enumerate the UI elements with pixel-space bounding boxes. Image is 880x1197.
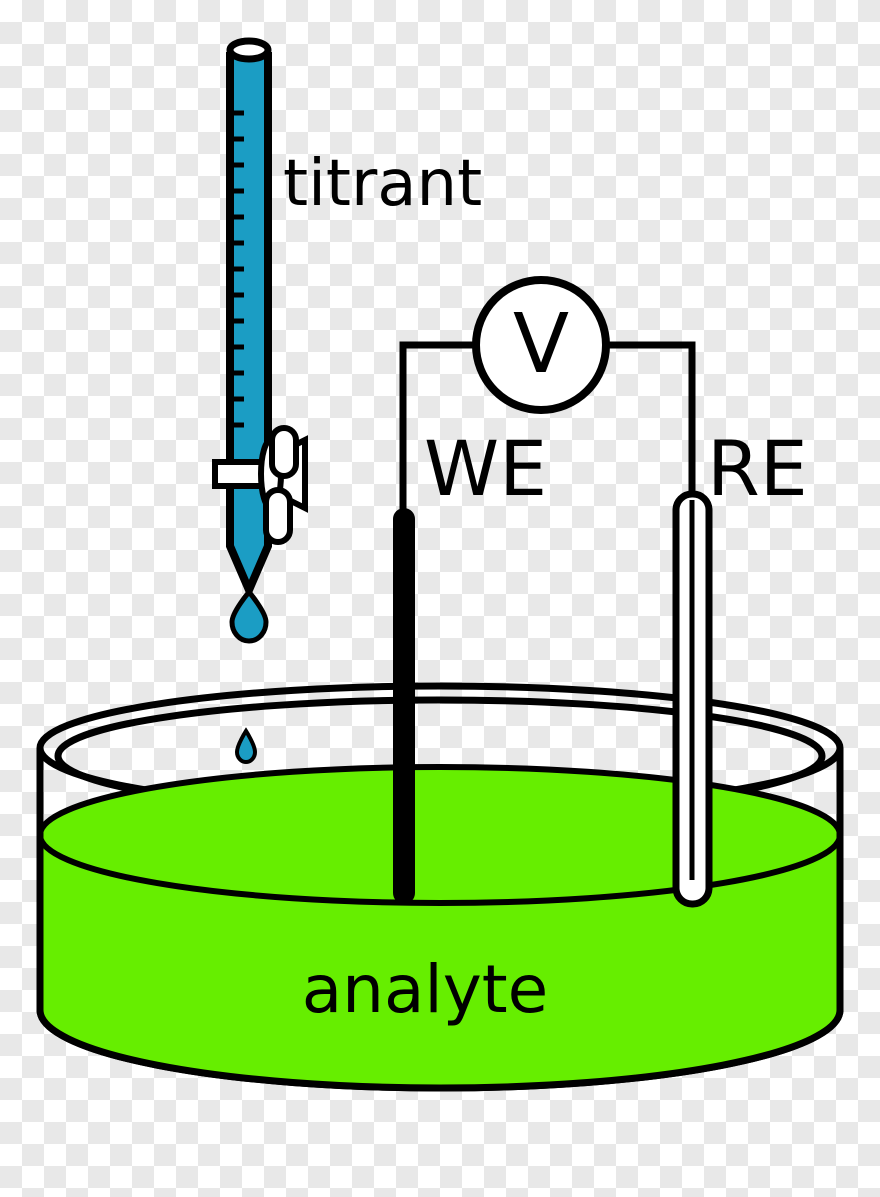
working-electrode-label: WE (424, 424, 547, 513)
analyte-label: analyte (302, 951, 549, 1028)
stopcock-handle-bottom[interactable] (263, 487, 293, 545)
droplet-in-beaker-icon (234, 727, 258, 764)
voltmeter-symbol: V (513, 297, 569, 392)
burette[interactable] (226, 37, 272, 601)
reference-electrode[interactable] (672, 490, 713, 908)
burette-graduations (230, 110, 244, 428)
wire-to-working-electrode (399, 341, 477, 512)
working-electrode-rod (393, 508, 415, 904)
burette-tube-fill (230, 50, 268, 588)
analyte-fill (40, 767, 840, 1088)
droplet-at-tip-icon (229, 588, 269, 644)
analyte-liquid (36, 748, 844, 1092)
voltmeter[interactable]: V (472, 276, 610, 414)
beaker-bottom-arc (36, 1009, 844, 1092)
working-electrode[interactable] (393, 508, 415, 904)
titrant-label: titrant (283, 147, 482, 221)
burette-mouth (226, 37, 272, 63)
reference-electrode-label: RE (707, 424, 808, 513)
voltmeter-circle (472, 276, 610, 414)
stopcock-valve[interactable] (212, 425, 308, 545)
stopcock-handle-top[interactable] (269, 425, 299, 479)
